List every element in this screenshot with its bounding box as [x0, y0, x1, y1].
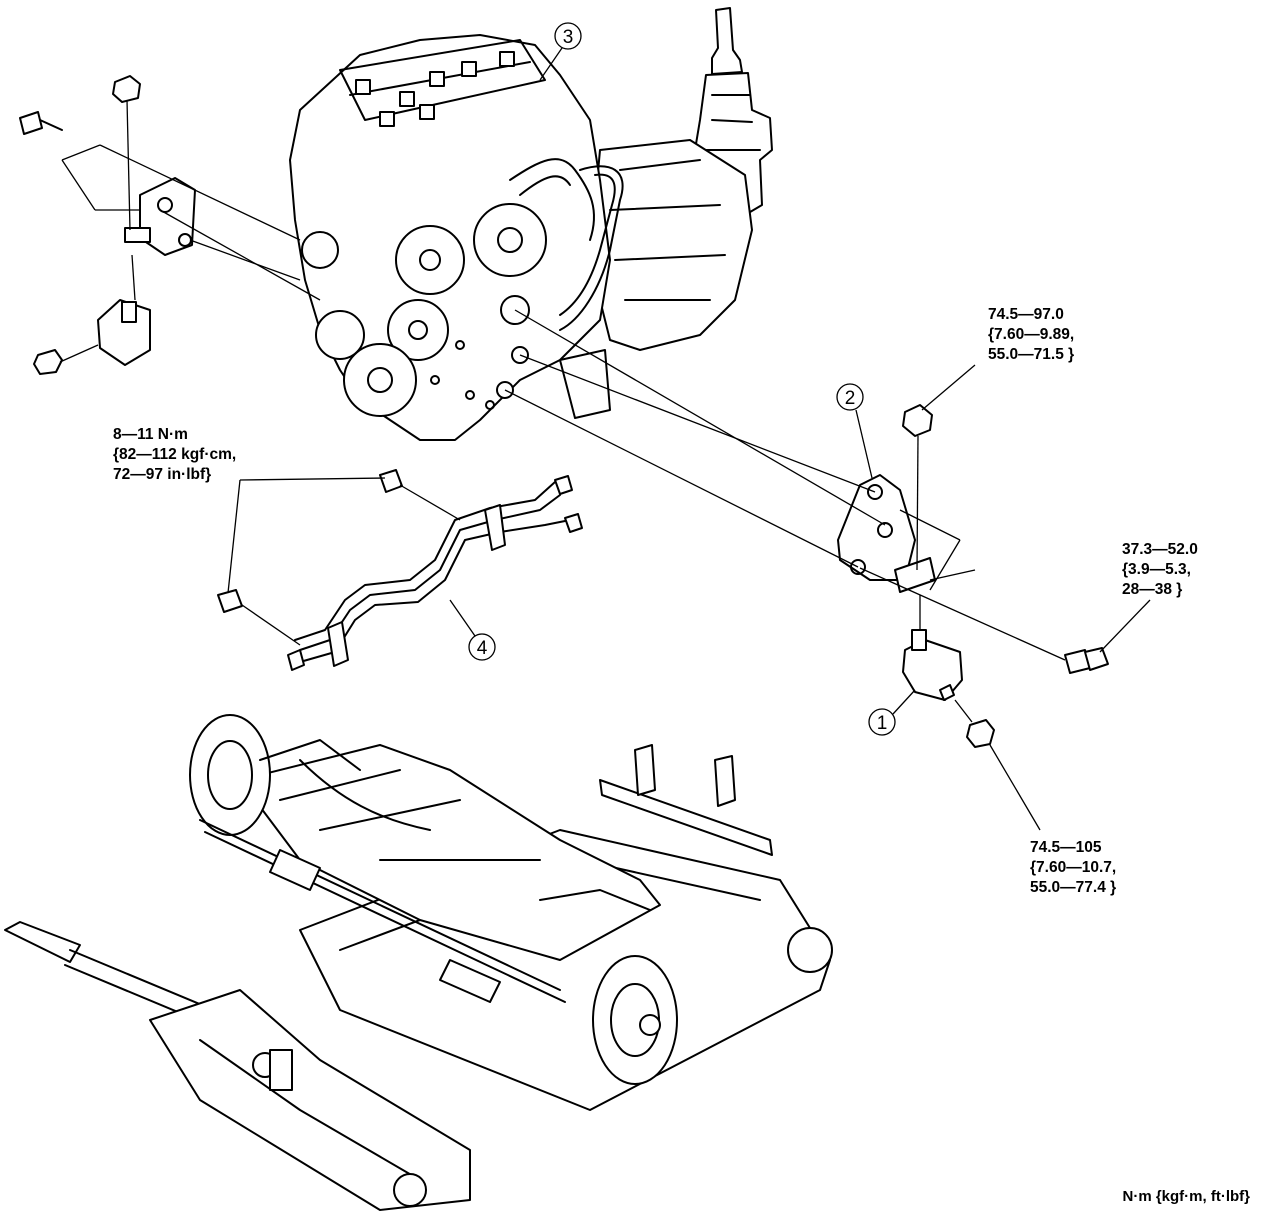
right-engine-mount-bracket — [504, 309, 1109, 674]
torque-line: {3.9—5.3, — [1122, 561, 1191, 578]
torque-line: 37.3—52.0 — [1122, 541, 1198, 558]
callout-number: 1 — [877, 713, 888, 734]
torque-line: 55.0—71.5 } — [988, 346, 1075, 363]
torque-line: {7.60—9.89, — [988, 326, 1075, 343]
torque-line: {82—112 kgf·cm, — [113, 446, 237, 463]
torque-line: 74.5—105 — [1030, 839, 1102, 856]
callout-3: 3 — [539, 22, 582, 81]
engine-mount-rubber — [902, 595, 995, 748]
torque-spec-mount-nut-upper: 74.5—97.0 {7.60—9.89, 55.0—71.5 } — [988, 305, 1074, 365]
torque-line: 74.5—97.0 — [988, 306, 1064, 323]
left-engine-mount-bracket — [19, 75, 321, 375]
jack-with-crossmember — [4, 714, 833, 1211]
callout-4: 4 — [449, 599, 496, 661]
callout-number: 4 — [477, 638, 488, 659]
torque-spec-bracket-bolt: 37.3—52.0 {3.9—5.3, 28—38 } — [1122, 540, 1198, 600]
torque-leader-lines — [227, 364, 1151, 831]
torque-spec-mount-nut-lower: 74.5—105 {7.60—10.7, 55.0—77.4 } — [1030, 838, 1116, 898]
torque-line: {7.60—10.7, — [1030, 859, 1117, 876]
callout-2: 2 — [836, 383, 873, 479]
torque-line: 8—11 N·m — [113, 426, 188, 443]
callout-1: 1 — [868, 689, 916, 736]
torque-spec-pipe-bolts: 8—11 N·m {82—112 kgf·cm, 72—97 in·lbf} — [113, 425, 236, 485]
callout-number: 3 — [563, 27, 574, 48]
torque-line: 28—38 } — [1122, 581, 1183, 598]
oil-pipe-assembly — [217, 469, 583, 671]
units-legend: N·m {kgf·m, ft·lbf} — [1122, 1188, 1251, 1205]
callout-number: 2 — [845, 388, 856, 409]
torque-line: 72—97 in·lbf} — [113, 466, 212, 483]
engine-assembly-drawing — [289, 7, 773, 441]
torque-line: 55.0—77.4 } — [1030, 879, 1117, 896]
